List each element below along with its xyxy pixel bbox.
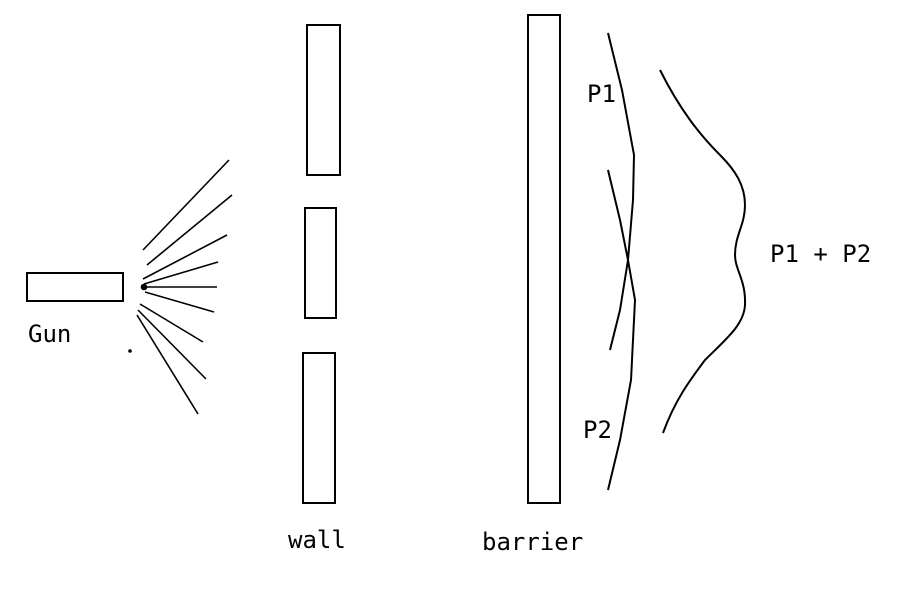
spray-line [142,234,228,280]
gun [26,272,124,302]
spray-line [139,303,204,343]
wall-segment-top [306,24,341,176]
p1-plus-p2-label: P1 + P2 [770,240,872,268]
p1-label: P1 [587,80,616,108]
stray-dot [128,349,132,353]
p1-curve [607,32,636,351]
spray-line [144,291,215,313]
gun-muzzle-dot [140,283,148,291]
wall-label: wall [288,526,346,554]
barrier [527,14,561,504]
p1-plus-p2-curve [659,69,747,434]
wall-segment-middle [304,207,337,319]
p2-label: P2 [583,416,612,444]
barrier-label: barrier [482,528,584,556]
p2-curve [607,169,637,491]
spray-line [137,309,207,380]
gun-label: Gun [28,320,72,348]
particle-spray [128,159,233,415]
spray-line [143,261,219,285]
spray-line [142,159,230,251]
spray-line [146,194,233,266]
spray-line [136,314,199,415]
wall-segment-bottom [302,352,336,504]
wall [302,24,341,504]
